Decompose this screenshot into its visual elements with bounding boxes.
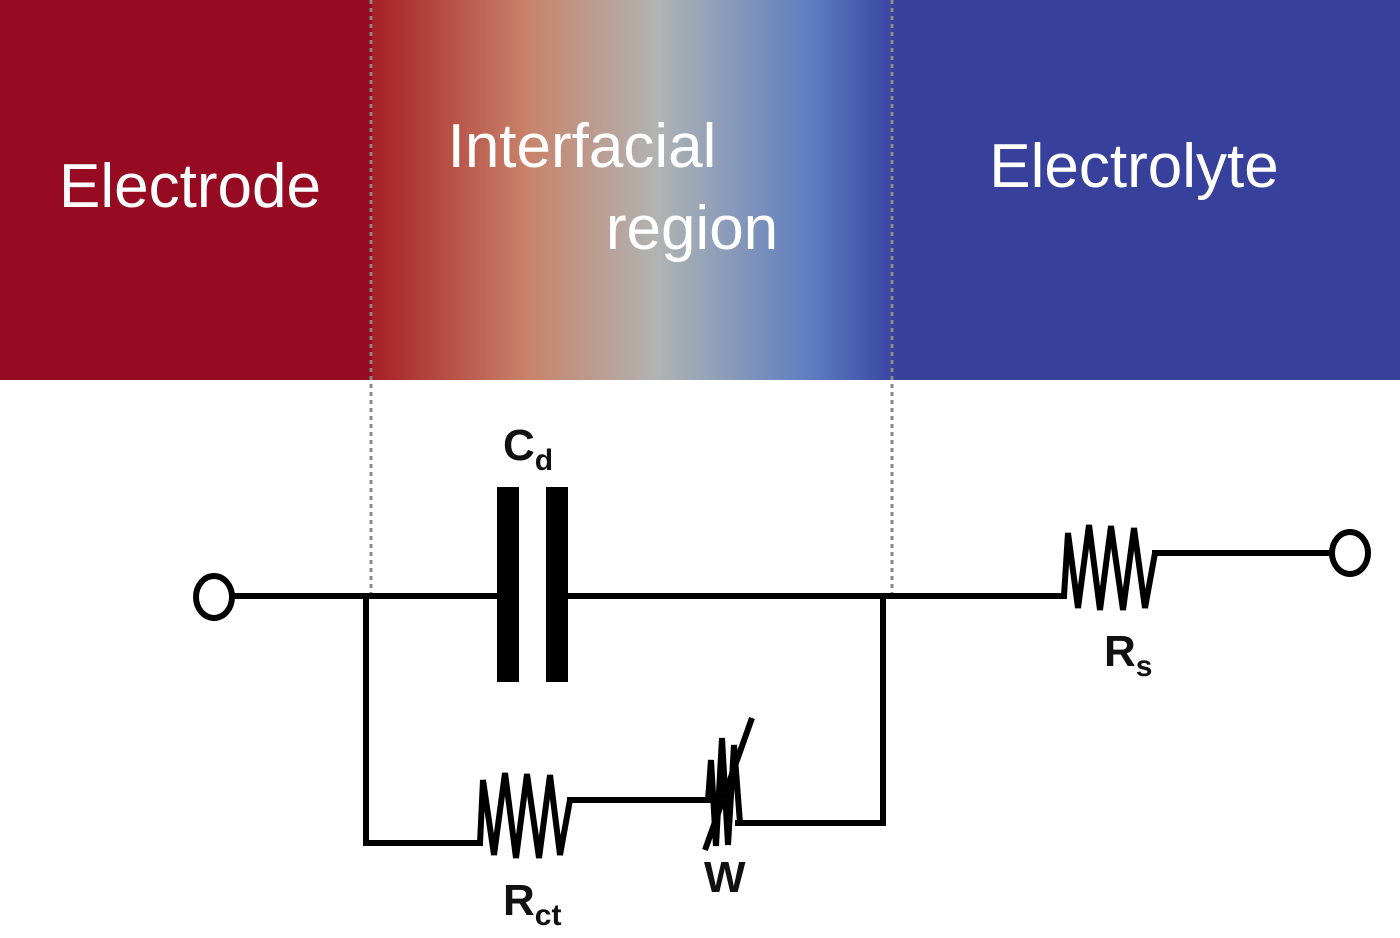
electrode-band	[0, 0, 372, 380]
interfacial-label-line2: region	[606, 194, 778, 263]
wires	[229, 550, 1334, 846]
warburg-element	[705, 737, 743, 847]
electrode-label: Electrode	[59, 152, 321, 221]
rs-label: Rs	[1104, 627, 1152, 683]
electrolyte-label: Electrolyte	[989, 132, 1278, 201]
rct-label: Rct	[503, 876, 561, 932]
left-terminal	[193, 573, 235, 621]
warburg-label: W	[704, 853, 746, 902]
resistor-rs	[1061, 524, 1158, 611]
right-terminal	[1329, 529, 1371, 577]
interfacial-label-line1: Interfacial	[448, 112, 717, 181]
warburg-slash	[702, 716, 755, 852]
electrolyte-band	[892, 0, 1400, 380]
interfacial-band	[372, 0, 892, 380]
resistor-rct	[477, 772, 573, 859]
capacitor-cd	[497, 487, 568, 682]
capacitor-label: Cd	[503, 421, 553, 477]
